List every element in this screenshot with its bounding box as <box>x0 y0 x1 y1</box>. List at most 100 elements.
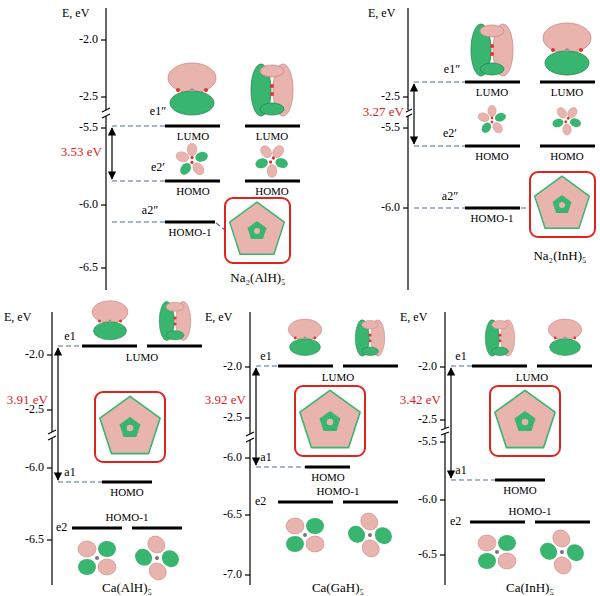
gap-arrow <box>413 84 414 144</box>
orbital-label: LUMO <box>126 351 158 363</box>
highlight-box <box>295 386 365 456</box>
tick-label: -6.0 <box>223 451 242 464</box>
tick-label: -2.5 <box>418 413 437 426</box>
symmetry-label: e2 <box>255 495 266 508</box>
symmetry-label: a2″ <box>442 190 458 203</box>
orbital-label: LUMO <box>476 86 508 98</box>
gap-arrow <box>111 128 112 179</box>
dashed-guides <box>451 366 495 480</box>
orbital-plot <box>132 533 183 584</box>
tick-label: -2.0 <box>418 360 437 373</box>
axis-title: E, eV <box>368 7 395 20</box>
orbital-label: HOMO <box>110 486 144 498</box>
energy-axis <box>47 312 57 585</box>
orbital-label: HOMO-1 <box>106 511 149 523</box>
symmetry-label: a1 <box>455 464 466 477</box>
gap-arrow <box>255 368 256 465</box>
orbital-plot <box>471 24 513 76</box>
orbital-plot <box>543 23 591 75</box>
energy-gap-label: 3.53 eV <box>61 145 102 159</box>
orbital-label: LUMO <box>256 130 288 142</box>
energy-gap-label: 3.27 eV <box>363 105 404 119</box>
energy-levels <box>470 366 592 522</box>
orbital-label: HOMO <box>550 150 584 162</box>
orbital-label: HOMO <box>475 150 509 162</box>
highlight-box <box>490 386 560 456</box>
orbital-plot <box>300 390 360 447</box>
orbital-plot <box>355 320 384 356</box>
tick-label: -6.0 <box>418 493 437 506</box>
orbital-label: HOMO <box>255 185 289 197</box>
orbital-plot <box>175 143 209 177</box>
axis-title: E, eV <box>4 311 31 324</box>
compound-name: Ca(GaH)₅ <box>312 581 364 595</box>
energy-levels <box>278 366 398 502</box>
symmetry-label: e2 <box>450 515 461 528</box>
tick-label: -2.5 <box>381 90 400 103</box>
energy-axis <box>440 312 450 585</box>
tick-label: -6.5 <box>79 261 98 274</box>
orbital-plot <box>477 105 507 134</box>
energy-gap-label: 3.92 eV <box>205 393 246 407</box>
axis-title: E, eV <box>400 311 427 324</box>
orbital-plot <box>286 518 324 552</box>
tick-label: -6.5 <box>223 508 242 521</box>
orbital-label: LUMO <box>551 86 583 98</box>
compound-name: Ca(AlH)₅ <box>102 581 152 595</box>
compound-name: Na₂(AlH)₅ <box>230 271 285 285</box>
dashed-guides <box>112 126 225 230</box>
tick-label: -6.0 <box>381 201 400 214</box>
energy-axis <box>403 8 412 290</box>
energy-axis <box>245 312 255 585</box>
symmetry-label: e1 <box>455 350 466 363</box>
energy-gap-label: 3.91 eV <box>7 393 48 407</box>
highlight-box <box>225 198 290 263</box>
orbital-plot <box>478 535 516 569</box>
dashed-guides <box>414 82 530 208</box>
orbital-plot <box>230 202 285 254</box>
energy-levels <box>72 346 202 528</box>
orbital-plot <box>548 319 582 355</box>
highlight-box <box>530 172 595 237</box>
compound-name: Na₂(InH)₅ <box>533 249 586 263</box>
orbital-plot <box>251 64 293 116</box>
orbital-plot <box>159 302 191 341</box>
tick-label: -7.0 <box>223 568 242 581</box>
orbital-plot <box>546 99 588 140</box>
axis-title: E, eV <box>62 7 89 20</box>
gap-arrow <box>450 368 451 478</box>
tick-label: -6.5 <box>418 548 437 561</box>
symmetry-label: e2 <box>56 521 67 534</box>
orbital-label: HOMO <box>176 185 210 197</box>
orbital-label: HOMO-1 <box>509 505 552 517</box>
tick-label: -6.5 <box>25 533 44 546</box>
orbital-plot <box>78 541 116 575</box>
highlight-box <box>95 392 165 462</box>
symmetry-label: e1″ <box>444 63 460 76</box>
orbital-plot <box>495 390 555 447</box>
energy-axis <box>101 8 111 290</box>
orbital-plot <box>535 176 590 228</box>
orbital-plot <box>168 63 216 115</box>
orbital-plot <box>92 301 128 340</box>
orbital-label: LUMO <box>516 371 548 383</box>
symmetry-label: e1 <box>260 350 271 363</box>
symmetry-label: e1 <box>64 330 75 343</box>
symmetry-label: a1 <box>64 466 75 479</box>
orbital-label: LUMO <box>177 130 209 142</box>
orbital-plot <box>345 510 396 561</box>
orbital-plot <box>288 319 322 355</box>
symmetry-label: e2′ <box>443 127 457 140</box>
symmetry-label: e2′ <box>151 161 165 174</box>
tick-label: -2.5 <box>223 411 242 424</box>
gap-arrow <box>57 348 58 480</box>
orbital-label: HOMO-1 <box>169 226 212 238</box>
tick-label: -5.5 <box>381 121 400 134</box>
orbital-label: HOMO <box>311 471 345 483</box>
energy-gap-label: 3.42 eV <box>400 393 441 407</box>
orbital-label: LUMO <box>322 371 354 383</box>
tick-label: -2.0 <box>79 33 98 46</box>
axis-title: E, eV <box>205 311 232 324</box>
orbital-label: HOMO <box>503 484 537 496</box>
